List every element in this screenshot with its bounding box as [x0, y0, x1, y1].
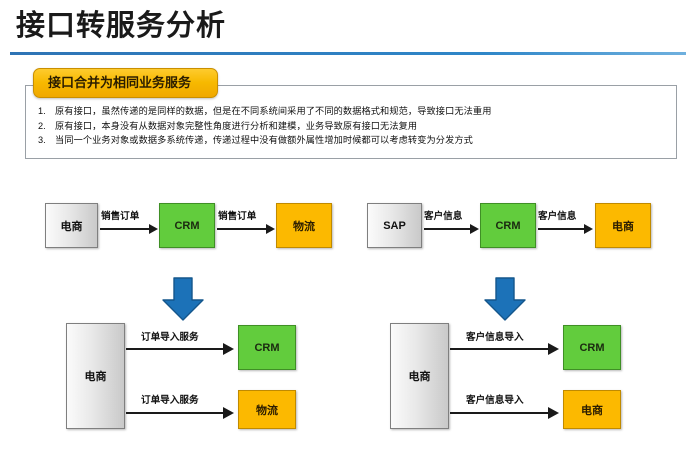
- bullet-number: 3.: [38, 135, 46, 146]
- node-label: CRM: [579, 341, 605, 354]
- connector-line: [424, 228, 471, 230]
- connector-before-right-1: [424, 224, 479, 234]
- node-label: CRM: [174, 219, 200, 232]
- bullet-text: 原有接口，本身没有从数据对象完整性角度进行分析和建模，业务导致原有接口无法复用: [55, 120, 418, 131]
- connector-before-left-2: [217, 224, 275, 234]
- node-label: 电商: [84, 371, 107, 383]
- node-after-left-target-crm[interactable]: CRM: [238, 325, 296, 370]
- callout-tab-label: 接口合并为相同业务服务: [48, 75, 192, 90]
- connector-label-before-left-2: 销售订单: [218, 211, 257, 222]
- node-label: CRM: [495, 219, 521, 232]
- connector-label-after-left-1: 订单导入服务: [141, 332, 199, 343]
- transform-down-arrow-right: [483, 276, 527, 322]
- callout-bullet-list: 1. 原有接口，虽然传递的是同样的数据，但是在不同系统间采用了不同的数据格式和规…: [38, 104, 668, 148]
- connector-label-after-left-2: 订单导入服务: [141, 395, 199, 406]
- connector-line: [538, 228, 585, 230]
- arrowhead-icon: [470, 224, 479, 234]
- arrowhead-icon: [266, 224, 275, 234]
- bullet-number: 2.: [38, 120, 46, 131]
- node-before-left-target[interactable]: 物流: [276, 203, 332, 248]
- page-title: 接口转服务分析: [16, 10, 227, 42]
- node-before-right-target[interactable]: 电商: [595, 203, 651, 248]
- connector-line: [217, 228, 267, 230]
- node-label: 电商: [60, 220, 83, 233]
- connector-after-left-2: [126, 407, 234, 419]
- arrowhead-icon: [548, 343, 559, 355]
- node-label: 电商: [408, 371, 431, 383]
- node-label: 物流: [256, 404, 278, 417]
- list-item: 2. 原有接口，本身没有从数据对象完整性角度进行分析和建模，业务导致原有接口无法…: [38, 119, 668, 134]
- connector-label-before-right-1: 客户信息: [424, 211, 463, 222]
- connector-after-right-1: [450, 343, 559, 355]
- connector-after-left-1: [126, 343, 234, 355]
- node-label: CRM: [254, 341, 280, 354]
- node-before-right-middle[interactable]: CRM: [480, 203, 536, 248]
- connector-label-before-left-1: 销售订单: [101, 211, 140, 222]
- bullet-text: 当同一个业务对象或数据多系统传递，传递过程中没有做额外属性增加时候都可以考虑转变…: [55, 135, 473, 146]
- connector-label-before-right-2: 客户信息: [538, 211, 577, 222]
- node-after-right-target-crm[interactable]: CRM: [563, 325, 621, 370]
- transform-down-arrow-left: [161, 276, 205, 322]
- arrowhead-icon: [149, 224, 158, 234]
- connector-line: [450, 412, 551, 415]
- node-after-right-source[interactable]: 电商: [390, 323, 449, 429]
- node-after-left-source[interactable]: 电商: [66, 323, 125, 429]
- node-after-left-target-logistics[interactable]: 物流: [238, 390, 296, 429]
- title-divider: [10, 52, 686, 55]
- node-before-left-source[interactable]: 电商: [45, 203, 98, 248]
- node-label: 电商: [612, 220, 634, 233]
- node-after-right-target-ecommerce[interactable]: 电商: [563, 390, 621, 429]
- callout-tab: 接口合并为相同业务服务: [33, 68, 218, 98]
- arrowhead-icon: [548, 407, 559, 419]
- node-label: SAP: [383, 219, 406, 232]
- connector-after-right-2: [450, 407, 559, 419]
- connector-before-left-1: [100, 224, 158, 234]
- arrowhead-icon: [223, 343, 234, 355]
- list-item: 3. 当同一个业务对象或数据多系统传递，传递过程中没有做额外属性增加时候都可以考…: [38, 133, 668, 148]
- connector-label-after-right-2: 客户信息导入: [466, 395, 524, 406]
- list-item: 1. 原有接口，虽然传递的是同样的数据，但是在不同系统间采用了不同的数据格式和规…: [38, 104, 668, 119]
- arrowhead-icon: [223, 407, 234, 419]
- connector-line: [450, 348, 551, 351]
- connector-line: [100, 228, 150, 230]
- node-label: 电商: [581, 404, 603, 417]
- node-before-left-middle[interactable]: CRM: [159, 203, 215, 248]
- connector-line: [126, 348, 226, 351]
- bullet-number: 1.: [38, 106, 46, 116]
- bullet-text: 原有接口，虽然传递的是同样的数据，但是在不同系统间采用了不同的数据格式和规范，导…: [55, 106, 492, 116]
- connector-line: [126, 412, 226, 415]
- node-before-right-source[interactable]: SAP: [367, 203, 422, 248]
- connector-label-after-right-1: 客户信息导入: [466, 332, 524, 343]
- node-label: 物流: [293, 220, 315, 233]
- connector-before-right-2: [538, 224, 593, 234]
- arrowhead-icon: [584, 224, 593, 234]
